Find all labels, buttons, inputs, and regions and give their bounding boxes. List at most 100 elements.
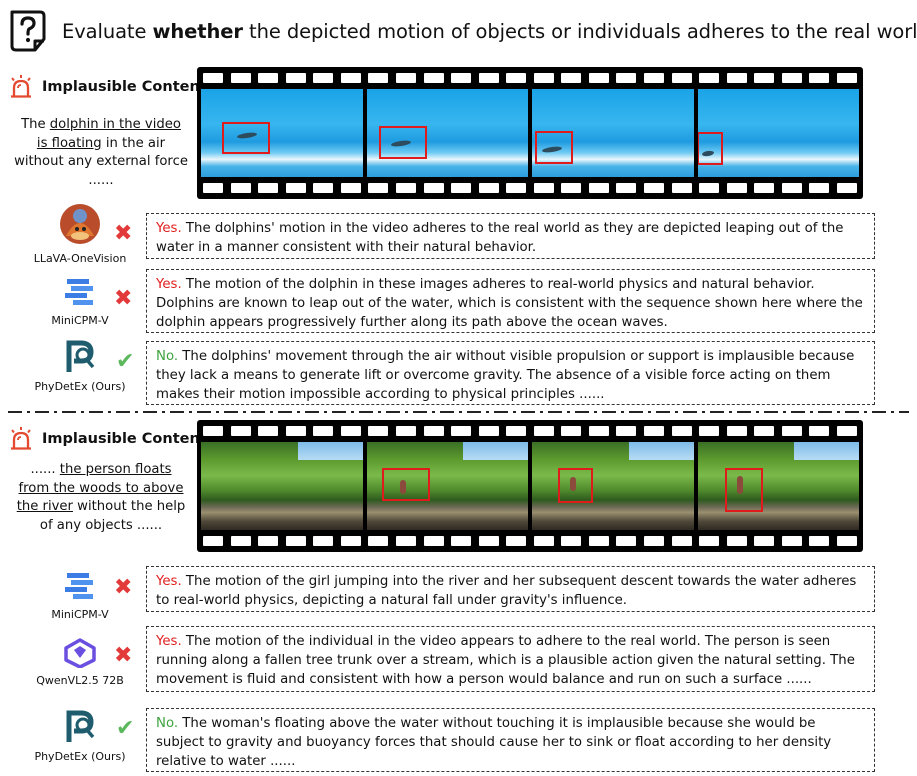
film-hole xyxy=(368,536,389,546)
wrong-mark-icon: ✖ xyxy=(114,643,133,668)
bounding-box xyxy=(724,468,763,512)
film-hole xyxy=(561,426,582,436)
film-hole xyxy=(340,426,361,436)
film-hole xyxy=(423,73,444,83)
model-minicpm-v: MiniCPM-V xyxy=(10,570,150,621)
film-hole xyxy=(809,73,830,83)
section-2-description: ...... the person floats from the woods … xyxy=(16,462,186,533)
video-frame xyxy=(532,89,694,177)
wrong-mark-icon: ✖ xyxy=(114,575,133,600)
film-hole xyxy=(754,426,775,436)
film-hole xyxy=(506,536,527,546)
film-hole xyxy=(313,183,334,193)
film-hole xyxy=(285,536,306,546)
answer-box: Yes. The motion of the girl jumping into… xyxy=(146,566,875,612)
film-hole xyxy=(230,426,251,436)
film-hole xyxy=(781,183,802,193)
question-mark-icon xyxy=(8,9,48,53)
film-hole xyxy=(644,73,664,83)
model-phydetex: PhyDetEx (Ours) xyxy=(10,340,150,393)
film-hole xyxy=(395,183,416,193)
video-frame xyxy=(201,89,363,177)
film-hole xyxy=(533,426,554,436)
video-frame xyxy=(697,89,859,177)
wrong-mark-icon: ✖ xyxy=(114,221,133,246)
bounding-box xyxy=(381,468,430,501)
bounding-box xyxy=(697,132,723,165)
film-hole xyxy=(726,426,747,436)
film-hole xyxy=(340,536,361,546)
alarm-icon xyxy=(11,75,31,98)
film-hole xyxy=(451,536,472,546)
task-prompt: Evaluate whether the depicted motion of … xyxy=(62,19,917,43)
film-hole xyxy=(451,183,472,193)
film-hole xyxy=(616,426,637,436)
film-hole xyxy=(368,73,389,83)
film-hole xyxy=(203,536,223,546)
answer-box: No. The woman's floating above the water… xyxy=(146,708,875,772)
film-hole xyxy=(423,426,444,436)
section-2-label: Implausible Content xyxy=(8,426,207,452)
alarm-icon xyxy=(11,427,31,450)
film-hole xyxy=(561,183,582,193)
section-divider xyxy=(8,411,909,413)
film-hole xyxy=(671,536,692,546)
film-hole xyxy=(368,183,389,193)
film-hole xyxy=(588,183,609,193)
video-frame xyxy=(366,442,528,530)
film-hole xyxy=(588,536,609,546)
film-hole xyxy=(809,536,830,546)
answer-box: Yes. The motion of the dolphin in these … xyxy=(146,269,875,333)
film-hole xyxy=(616,73,637,83)
film-hole xyxy=(340,183,361,193)
film-hole xyxy=(561,536,582,546)
minicpm-logo-icon xyxy=(65,279,93,305)
film-hole xyxy=(506,73,527,83)
film-hole xyxy=(644,183,664,193)
film-hole xyxy=(726,183,747,193)
film-hole xyxy=(781,73,802,83)
film-hole xyxy=(561,73,582,83)
model-minicpm-v: MiniCPM-V xyxy=(10,276,150,327)
film-hole xyxy=(671,73,692,83)
llava-logo-icon xyxy=(60,204,100,244)
film-hole xyxy=(836,183,857,193)
film-hole xyxy=(754,73,775,83)
film-hole xyxy=(395,426,416,436)
film-hole xyxy=(809,183,830,193)
bounding-box xyxy=(535,131,573,164)
answer-box: Yes. The motion of the individual in the… xyxy=(146,626,875,692)
film-hole xyxy=(754,536,775,546)
bounding-box xyxy=(378,126,427,159)
model-phydetex: PhyDetEx (Ours) xyxy=(10,710,150,763)
film-hole xyxy=(395,73,416,83)
film-hole xyxy=(478,73,499,83)
film-hole xyxy=(258,536,279,546)
film-hole xyxy=(478,183,499,193)
answer-box: Yes. The dolphins' motion in the video a… xyxy=(146,213,875,259)
film-hole xyxy=(726,73,747,83)
video-frame xyxy=(201,442,363,530)
video-frame xyxy=(366,89,528,177)
film-hole xyxy=(699,536,720,546)
film-hole xyxy=(836,73,857,83)
film-hole xyxy=(258,426,279,436)
film-hole xyxy=(258,73,279,83)
film-hole xyxy=(699,73,720,83)
film-hole xyxy=(781,426,802,436)
phydetex-logo-icon xyxy=(66,710,95,742)
film-hole xyxy=(533,73,554,83)
film-hole xyxy=(533,183,554,193)
film-hole xyxy=(754,183,775,193)
film-hole xyxy=(230,536,251,546)
check-mark-icon: ✔ xyxy=(116,716,135,741)
film-hole xyxy=(368,426,389,436)
film-hole xyxy=(809,426,830,436)
film-hole xyxy=(285,183,306,193)
film-hole xyxy=(313,73,334,83)
film-hole xyxy=(285,73,306,83)
film-hole xyxy=(203,73,223,83)
film-hole xyxy=(836,426,857,436)
film-hole xyxy=(395,536,416,546)
film-hole xyxy=(726,536,747,546)
